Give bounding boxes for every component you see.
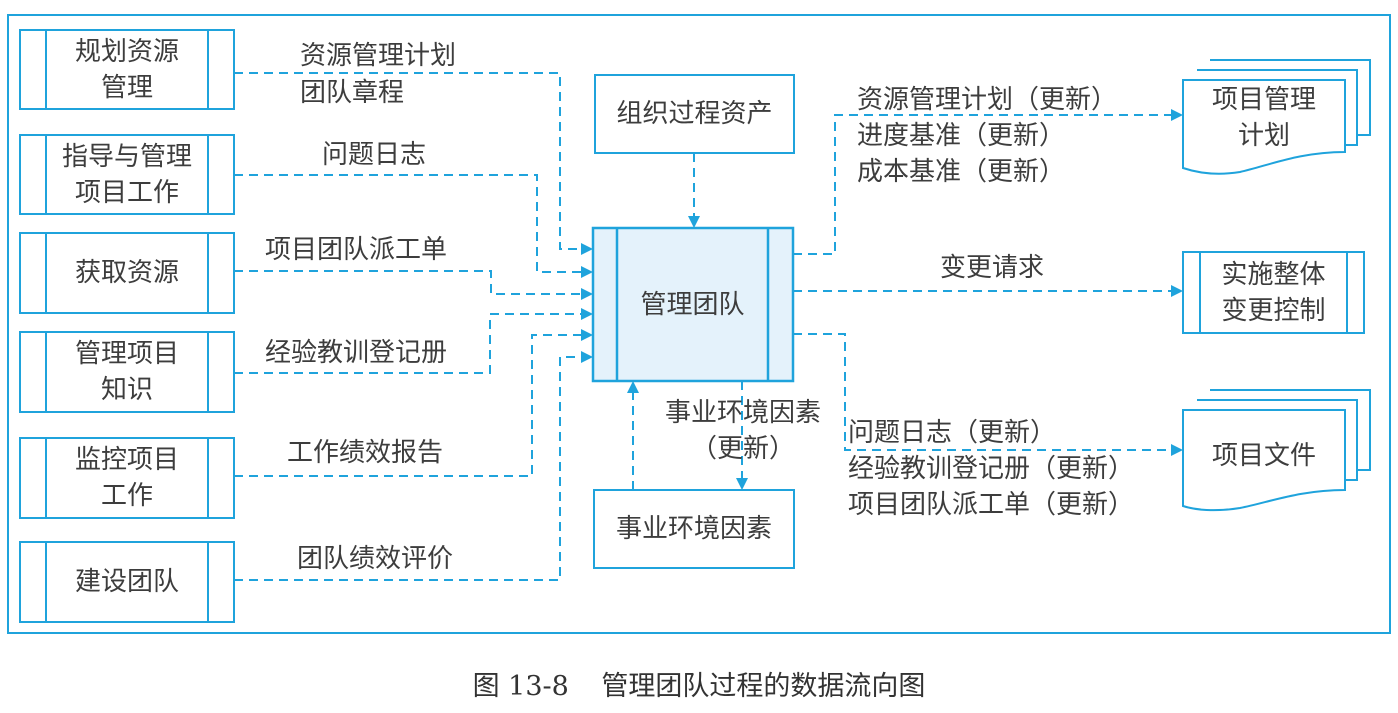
doc-stack-project-docs [1182,389,1371,512]
doc-stack-pm-plan [1182,59,1371,175]
outer-frame [7,14,1391,634]
flow-label-schedule-baseline-update: 进度基准（更新） [857,121,1066,151]
flow-line-team-assignments [234,270,593,300]
figure-caption: 图 13-8 管理团队过程的数据流向图 [0,664,1398,703]
flow-label-team-assignments: 项目团队派工单 [265,235,448,265]
flow-connectors [234,72,1183,581]
figure-title: 管理团队过程的数据流向图 [601,671,926,702]
target-label-project-docs: 项目文件 [1183,420,1345,492]
text-line: 获取资源 [74,258,179,288]
process-box-manage-knowledge [19,331,235,413]
text-line: 工作 [100,481,153,511]
text-line: 指导与管理 [61,141,192,172]
flow-label-issue-log: 问题日志 [322,140,427,170]
text-line: 事业环境因素 [664,398,821,428]
flow-line-team-assessment [234,351,593,581]
flow-line-work-performance [234,329,593,477]
left-process-boxes [19,29,235,623]
flow-line-issue-log [234,174,593,278]
flow-label-change-requests: 变更请求 [940,253,1045,283]
flow-line-resource-plan [234,72,593,255]
input-label-org-assets: 组织过程资产 [616,99,773,129]
flow-label-lessons-register: 经验教训登记册 [265,338,448,368]
text-line: 项目工作 [74,177,179,208]
text-line: 监控项目 [74,445,179,475]
input-label-env-factors: 事业环境因素 [615,514,772,544]
process-box-plan-resource-mgmt [19,29,235,110]
flow-line-lessons-register [234,308,593,374]
process-label-develop-team: 建设团队 [46,542,208,622]
text-line: 变更控制 [1221,295,1326,326]
text-line: 项目管理 [1211,85,1316,115]
process-label-direct-manage-work: 指导与管理 项目工作 [30,135,224,214]
flow-label-work-performance: 工作绩效报告 [287,438,444,468]
text-line: 管理 [100,72,153,103]
flow-label-team-charter: 团队章程 [300,78,405,108]
process-box-integrated-change [1182,251,1365,334]
process-label-monitor-work: 监控项目 工作 [46,438,208,518]
flow-line-pm-plan-updates [793,109,1183,255]
text-line: 项目文件 [1211,441,1316,471]
process-box-develop-team [19,541,235,623]
flow-label-lessons-update: 经验教训登记册（更新） [848,454,1135,484]
target-label-pm-plan: 项目管理 计划 [1183,82,1345,154]
process-box-acquire-resources [19,232,235,314]
input-box-env-factors [593,489,795,569]
flow-label-issue-log-update: 问题日志（更新） [848,418,1057,448]
flow-label-resource-plan: 资源管理计划 [300,41,457,71]
text-line: 管理项目 [74,339,179,369]
figure-number: 图 13-8 [472,671,569,702]
flow-label-cost-baseline-update: 成本基准（更新） [857,157,1066,187]
flow-line-project-docs-updates [793,333,1183,456]
input-box-org-assets [594,74,795,154]
text-line: 建设团队 [74,567,179,597]
text-line: 规划资源 [74,36,179,67]
target-label-integrated-change: 实施整体 变更控制 [1200,252,1347,333]
flow-label-resource-plan-update: 资源管理计划（更新） [857,85,1118,115]
text-line: 知识 [100,375,153,405]
flow-label-env-factors-updates: 事业环境因素 （更新） [648,395,838,467]
text-line: 实施整体 [1221,259,1326,290]
center-process-label: 管理团队 [640,289,745,320]
text-line: 计划 [1237,121,1290,151]
flow-label-assignments-update: 项目团队派工单（更新） [848,490,1135,520]
center-process-box [591,226,795,383]
process-label-plan-resource-mgmt: 规划资源 管理 [46,30,208,109]
process-label-manage-knowledge: 管理项目 知识 [46,332,208,412]
process-label-acquire-resources: 获取资源 [46,233,208,313]
text-line: （更新） [690,434,795,464]
process-box-monitor-work [19,437,235,519]
flow-label-team-assessment: 团队绩效评价 [297,544,454,574]
